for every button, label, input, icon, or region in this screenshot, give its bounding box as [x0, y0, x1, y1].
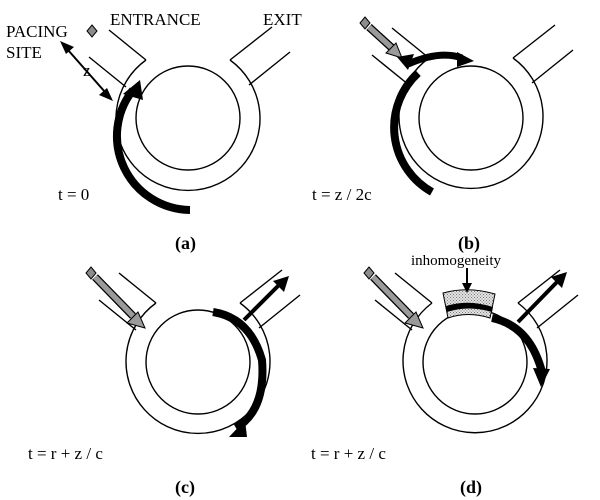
inhomogeneity-label: inhomogeneity [411, 253, 501, 269]
pacing-stimulus-arrow-d [363, 266, 424, 329]
wavefront-arc-c [212, 308, 267, 432]
wavefront-arc-a [112, 87, 191, 214]
wavefront-arrowhead-c [229, 420, 247, 437]
panel-caption-c: (c) [175, 477, 195, 498]
panel-caption-d: (d) [460, 477, 482, 498]
wavefront-arrowhead-d [533, 368, 550, 387]
z-label: z [83, 61, 91, 80]
exit-arrowhead-d [551, 272, 567, 288]
exit-wavefront-d [516, 280, 559, 324]
panel-caption-a: (a) [175, 233, 196, 254]
exit-arrowhead-c [273, 276, 289, 292]
panel-d: inhomogeneity t = r + z / c (d) [311, 253, 579, 498]
wavefront-upper-b [406, 51, 464, 68]
pacing-stimulus-arrow-c [85, 266, 146, 329]
ring-a [88, 26, 291, 192]
time-label-c: t = r + z / c [28, 444, 103, 463]
ring-c [98, 269, 301, 435]
panel-c: t = r + z / c (c) [28, 266, 301, 498]
exit-wavefront-c [242, 283, 281, 322]
wavefront-arrowhead-left-b [397, 54, 414, 70]
panel-caption-b: (b) [458, 233, 480, 254]
wavefront-arrowhead-right-b [457, 52, 474, 67]
pacing-site-label-line2: SITE [6, 43, 42, 62]
panel-b: t = z / 2c (b) [312, 16, 574, 254]
ring-d [374, 269, 579, 434]
inhomogeneity-band [446, 302, 493, 312]
time-label-a: t = 0 [58, 185, 89, 204]
time-label-b: t = z / 2c [312, 185, 372, 204]
panel-a: PACING SITE ENTRANCE EXIT z t = 0 (a) [6, 10, 302, 254]
z-distance-arrow [60, 41, 113, 101]
exit-label: EXIT [263, 10, 302, 29]
wavefront-arrowhead-a [123, 80, 143, 100]
pacing-site-marker [86, 24, 98, 38]
time-label-d: t = r + z / c [311, 444, 386, 463]
pacing-site-label-line1: PACING [6, 22, 68, 41]
inhomogeneity-pointer [462, 268, 472, 293]
wavefront-arc-b [390, 70, 434, 196]
wavefront-arc-d [491, 314, 546, 374]
entrance-label: ENTRANCE [110, 10, 201, 29]
pacing-stimulus-arrow-b [359, 16, 403, 59]
